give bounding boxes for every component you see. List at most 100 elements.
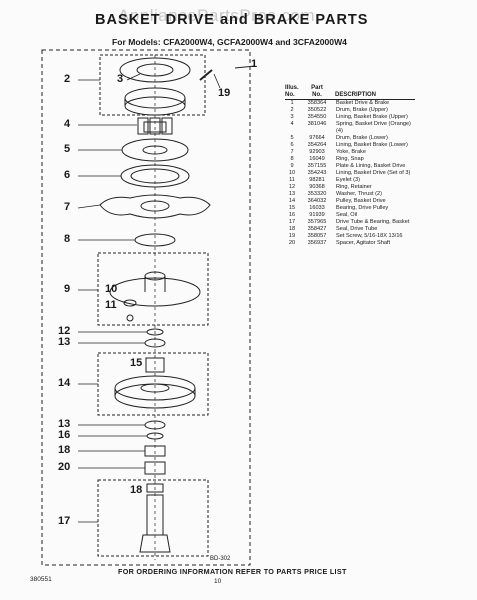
part-number: 358427: [307, 225, 327, 232]
part-description: Lining, Basket Drive (Set of 3): [336, 170, 411, 177]
callout-18-lower: 18: [130, 484, 143, 496]
callout-20: 20: [58, 461, 71, 473]
part-description: Eyelet (3): [336, 177, 360, 184]
page-number: 10: [214, 578, 222, 585]
illus-number: 4: [290, 121, 294, 128]
part-description: Seal, Drive Tube: [336, 225, 378, 232]
part-number: 381046: [307, 121, 327, 128]
illus-number: 18: [288, 225, 296, 232]
illus-number: 12: [288, 184, 296, 190]
header-part-line2: No.: [312, 91, 322, 98]
part-number: 358364: [307, 100, 327, 107]
part-description: Ring, Retainer: [336, 184, 372, 190]
table-header-row: Illus. No. Part No. DESCRIPTION: [285, 85, 415, 101]
illus-number: 5: [290, 135, 294, 142]
table-row: 9 357155 Plate & Lining, Basket Drive: [285, 163, 415, 170]
document-id: 380551: [30, 576, 52, 583]
callout-17: 17: [58, 515, 71, 527]
callout-14: 14: [58, 377, 71, 389]
part-description: Set Screw, 5/16-18X 13/16: [336, 232, 403, 239]
table-row: 20 356937 Spacer, Agitator Shaft: [285, 240, 415, 247]
pulley-bearing: [145, 357, 165, 373]
brake-yoke: [99, 194, 211, 219]
callout-15: 15: [130, 357, 143, 369]
header-part-line1: Part: [311, 85, 323, 91]
illus-number: 6: [290, 142, 294, 149]
set-screw: [199, 69, 213, 81]
illus-number: 17: [288, 218, 296, 225]
assembly-frame: [41, 49, 251, 566]
table-row: 17 357965 Drive Tube & Bearing, Basket: [285, 219, 415, 226]
illus-number: 19: [288, 232, 296, 239]
callout-13-upper: 13: [58, 336, 71, 348]
part-description: Drive Tube & Bearing, Basket: [336, 218, 410, 225]
part-description: Basket Drive & Brake: [336, 100, 390, 107]
callout-4: 4: [64, 118, 71, 130]
part-description: Lining, Basket Brake (Upper): [336, 114, 408, 121]
callout-18-upper: 18: [58, 444, 71, 456]
leader-line: [234, 65, 256, 69]
part-description: Spring, Basket Drive (Orange) (4): [336, 121, 411, 135]
part-number: 357155: [307, 163, 327, 170]
illus-number: 10: [288, 170, 296, 177]
part-number: 16033: [309, 204, 325, 211]
upper-brake-drum: [119, 57, 191, 83]
callout-19: 19: [218, 87, 231, 99]
illus-number: 20: [288, 239, 296, 246]
illus-number: 9: [290, 163, 294, 170]
part-description: Pulley, Basket Drive: [336, 197, 386, 204]
table-row: 3 354550 Lining, Basket Brake (Upper): [285, 114, 415, 121]
drive-plate: [109, 277, 201, 307]
part-number: 354550: [307, 114, 327, 121]
models-subtitle: For Models: CFA2000W4, GCFA2000W4 and 3C…: [112, 37, 347, 47]
part-number: 364032: [307, 197, 327, 204]
callout-6: 6: [64, 169, 71, 181]
part-description: Spacer, Agitator Shaft: [336, 239, 391, 246]
part-number: 354264: [307, 142, 327, 149]
ordering-instruction: FOR ORDERING INFORMATION REFER TO PARTS …: [118, 567, 347, 576]
table-row: 12 90368 Ring, Retainer: [285, 184, 415, 191]
part-number: 90368: [309, 184, 325, 190]
page-title: BASKET DRIVE and BRAKE PARTS: [95, 12, 369, 28]
illus-number: 13: [288, 190, 296, 197]
callout-11: 11: [105, 299, 117, 311]
part-number: 354243: [307, 170, 327, 177]
header-description: DESCRIPTION: [335, 85, 415, 101]
callout-2: 2: [64, 73, 71, 85]
callout-1: 1: [251, 58, 258, 70]
illus-number: 7: [290, 149, 294, 156]
callout-10: 10: [105, 283, 118, 295]
drive-plate-group-frame: [97, 252, 209, 326]
part-number: 350522: [307, 107, 327, 114]
callout-leaders: [77, 73, 221, 523]
part-description: Plate & Lining, Basket Drive: [336, 163, 406, 170]
diagram-reference-code: BD-302: [210, 556, 231, 562]
part-number: 98281: [309, 177, 325, 184]
illus-number: 16: [288, 211, 296, 218]
callout-9: 9: [64, 283, 71, 295]
illus-number: 3: [290, 114, 294, 121]
part-number: 97664: [309, 135, 325, 142]
table-row: 18 358427 Seal, Drive Tube: [285, 226, 415, 233]
part-description: Drum, Brake (Lower): [336, 135, 388, 142]
watermark: AppliancePartsPros.com: [118, 6, 316, 25]
illus-number: 8: [290, 156, 294, 163]
part-description: Seal, Oil: [336, 211, 358, 218]
part-number: 356937: [307, 239, 327, 246]
table-row: 5 97664 Drum, Brake (Lower): [285, 135, 415, 142]
callout-12: 12: [58, 325, 71, 337]
header-illus-line1: Illus.: [285, 85, 299, 91]
table-row: 4 381046 Spring, Basket Drive (Orange) (4): [285, 121, 415, 135]
part-number: 357965: [307, 218, 327, 225]
drive-springs: [137, 117, 173, 135]
drive-tube-group-frame: [97, 479, 209, 557]
part-description: Washer, Thrust (2): [336, 190, 383, 197]
part-number: 353320: [307, 190, 327, 197]
part-description: Ring, Snap: [336, 156, 364, 163]
